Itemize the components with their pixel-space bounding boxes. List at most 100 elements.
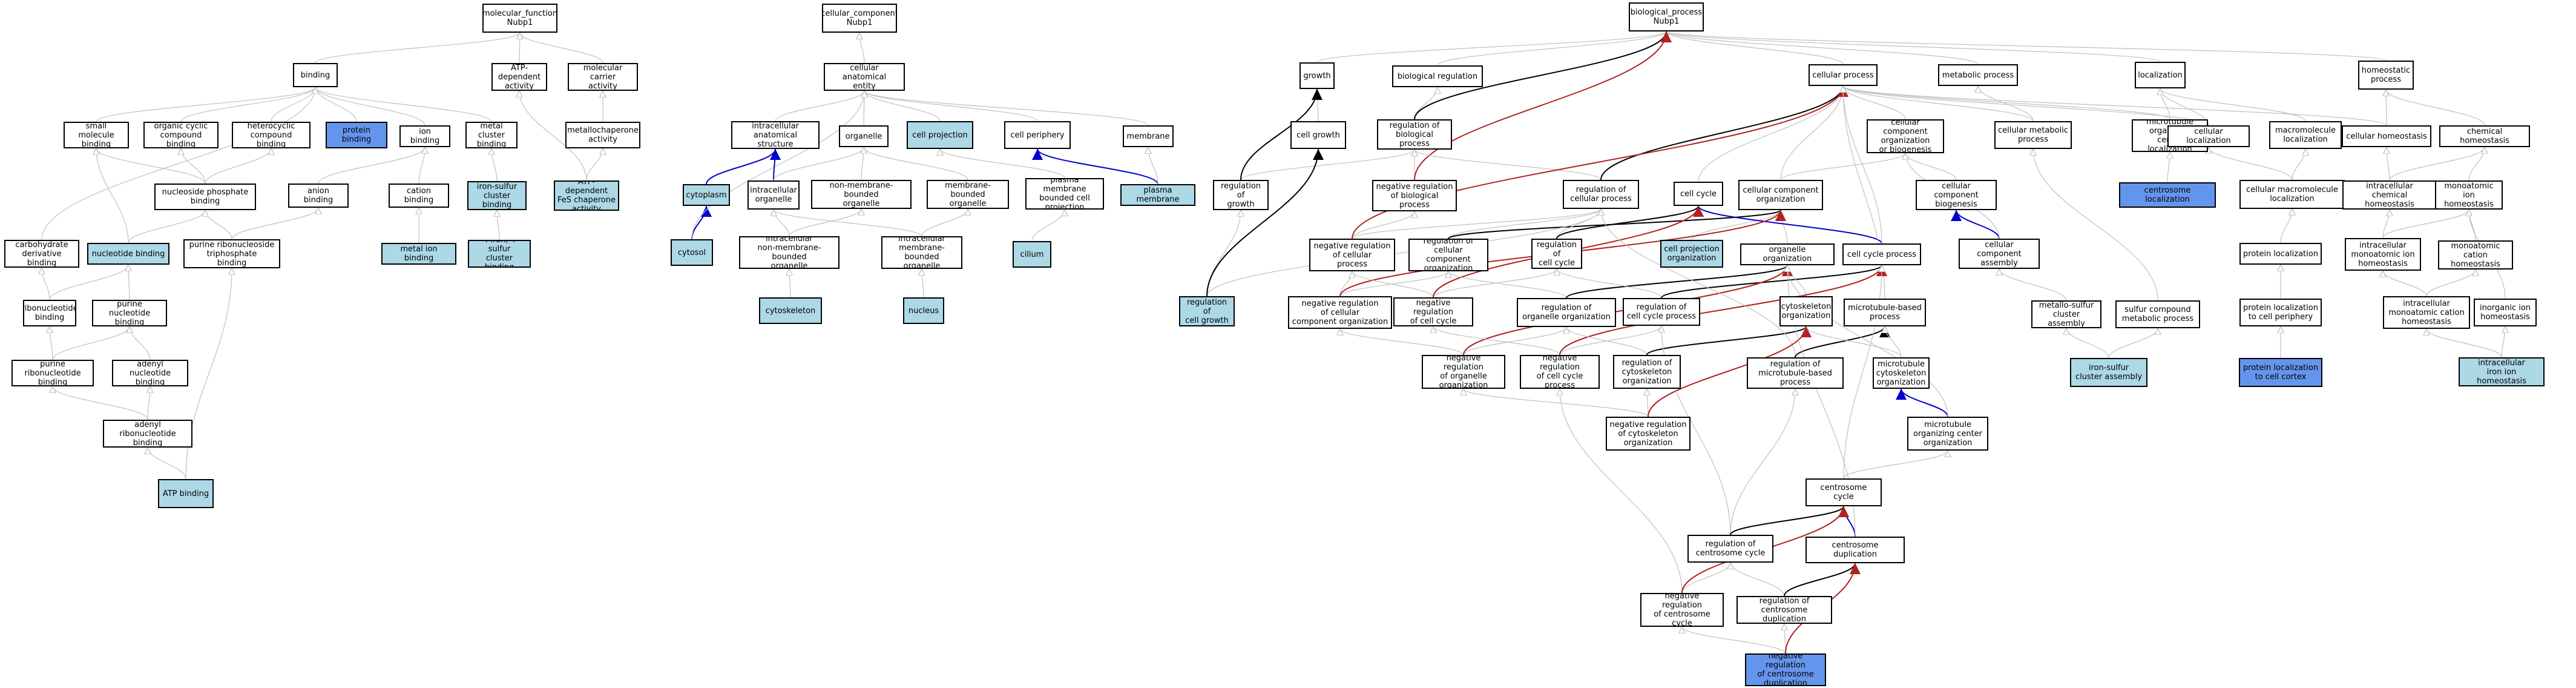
node-regulation-of-cytoskeleton-organization[interactable]: regulation of cytoskeleton organization [1613,355,1681,389]
node-microtubule-based-process[interactable]: microtubule-based process [1844,299,1926,326]
node-chemical-homeostasis[interactable]: chemical homeostasis [2439,125,2530,147]
node-cell-periphery[interactable]: cell periphery [1004,121,1071,149]
node-cellular-localization[interactable]: cellular localization [2167,125,2250,147]
node-ribonucleotide-binding[interactable]: ribonucleotide binding [23,300,76,326]
node-cilium[interactable]: cilium [1013,241,1051,268]
node-inorganic-ion-homeostasis[interactable]: inorganic ion homeostasis [2474,299,2537,326]
node-cytoskeleton[interactable]: cytoskeleton [759,297,822,324]
node-atp-dependent-fes-chaperone-activity[interactable]: ATP-dependent FeS chaperone activity [554,180,619,211]
node-cellular-component-nubp1[interactable]: cellular_component Nubp1 [822,4,897,33]
node-membrane[interactable]: membrane [1123,125,1174,147]
node-intracellular-non-membrane-bounded-organelle[interactable]: intracellular non-membrane-bounded organ… [739,236,840,269]
node-cellular-process[interactable]: cellular process [1809,64,1878,86]
node-intracellular-iron-ion-homeostasis[interactable]: intracellular iron ion homeostasis [2459,357,2545,386]
node-negative-regulation-of-biological-process[interactable]: negative regulation of biological proces… [1372,180,1457,211]
node-cellular-homeostasis[interactable]: cellular homeostasis [2342,125,2431,147]
node-ion-binding[interactable]: ion binding [399,125,450,147]
node-cytosol[interactable]: cytosol [671,239,713,266]
node-atp-dependent-activity[interactable]: ATP-dependent activity [491,63,547,91]
node-purine-nucleotide-binding[interactable]: purine nucleotide binding [92,300,167,326]
node-intracellular-membrane-bounded-organelle[interactable]: intracellular membrane-bounded organelle [881,236,962,269]
node-regulation-of-cell-cycle-process[interactable]: regulation of cell cycle process [1623,298,1700,326]
node-centrosome-duplication[interactable]: centrosome duplication [1806,537,1905,563]
node-cell-projection[interactable]: cell projection [907,121,973,149]
node-binding[interactable]: binding [293,63,338,87]
node-adenyl-ribonucleotide-binding[interactable]: adenyl ribonucleotide binding [103,420,192,448]
node-sulfur-compound-metabolic-process[interactable]: sulfur compound metabolic process [2115,300,2200,328]
node-biological-regulation[interactable]: biological regulation [1392,65,1483,87]
node-homeostatic-process[interactable]: homeostatic process [2358,61,2414,90]
node-membrane-bounded-organelle[interactable]: membrane-bounded organelle [927,180,1009,209]
node-metabolic-process[interactable]: metabolic process [1938,64,2018,86]
node-small-molecule-binding[interactable]: small molecule binding [64,122,129,148]
node-negative-regulation-of-cell-cycle-process[interactable]: negative regulation of cell cycle proces… [1520,355,1600,389]
node-cell-cycle-process[interactable]: cell cycle process [1842,243,1921,265]
node-metallochaperone-activity[interactable]: metallochaperone activity [565,122,640,148]
node-negative-regulation-of-cellular-component-organization[interactable]: negative regulation of cellular componen… [1288,296,1392,329]
node-metal-ion-binding[interactable]: metal ion binding [381,243,456,265]
node-regulation-of-centrosome-cycle[interactable]: regulation of centrosome cycle [1687,535,1773,563]
node-regulation-of-cell-cycle[interactable]: regulation of cell cycle [1531,239,1582,269]
node-nucleus[interactable]: nucleus [903,297,944,324]
node-cellular-component-assembly[interactable]: cellular component assembly [1959,239,2040,269]
node-cellular-component-organization[interactable]: cellular component organization [1738,180,1823,210]
node-centrosome-cycle[interactable]: centrosome cycle [1806,478,1882,506]
node-carbohydrate-derivative-binding[interactable]: carbohydrate derivative binding [4,240,79,268]
node-regulation-of-cell-growth[interactable]: regulation of cell growth [1179,296,1235,326]
node-negative-regulation-of-cytoskeleton-organization[interactable]: negative regulation of cytoskeleton orga… [1606,417,1690,451]
node-microtubule-cytoskeleton-organization[interactable]: microtubule cytoskeleton organization [1873,357,1930,389]
node-cellular-component-organization-or-biogenesis[interactable]: cellular component organization or bioge… [1867,119,1944,153]
node-cellular-component-biogenesis[interactable]: cellular component biogenesis [1916,180,1997,210]
node-negative-regulation-of-centrosome-cycle[interactable]: negative regulation of centrosome cycle [1640,593,1724,627]
node-iron-sulfur-cluster-assembly[interactable]: iron-sulfur cluster assembly [2070,358,2147,387]
node-adenyl-nucleotide-binding[interactable]: adenyl nucleotide binding [112,360,188,386]
node-cytoskeleton-organization[interactable]: cytoskeleton organization [1779,296,1833,326]
node-negative-regulation-of-centrosome-duplication[interactable]: negative regulation of centrosome duplic… [1745,653,1826,686]
node-growth[interactable]: growth [1300,62,1335,89]
node-molecular-carrier-activity[interactable]: molecular carrier activity [568,63,638,91]
node-intracellular-monoatomic-ion-homeostasis[interactable]: intracellular monoatomic ion homeostasis [2345,238,2421,271]
node-nucleotide-binding[interactable]: nucleotide binding [87,243,169,265]
node-regulation-of-growth[interactable]: regulation of growth [1213,180,1269,210]
node-localization[interactable]: localization [2135,62,2186,88]
node-metallo-sulfur-cluster-assembly[interactable]: metallo-sulfur cluster assembly [2031,300,2101,328]
node-regulation-of-biological-process[interactable]: regulation of biological process [1377,119,1452,150]
node-4-iron-4-sulfur-cluster-binding[interactable]: 4 iron, 4 sulfur cluster binding [468,240,531,268]
node-intracellular-chemical-homeostasis[interactable]: intracellular chemical homeostasis [2342,180,2437,210]
node-negative-regulation-of-cellular-process[interactable]: negative regulation of cellular process [1309,239,1395,271]
node-protein-localization-to-cell-cortex[interactable]: protein localization to cell cortex [2239,358,2322,387]
node-negative-regulation-of-organelle-organization[interactable]: negative regulation of organelle organiz… [1422,355,1505,389]
node-negative-regulation-of-cell-cycle[interactable]: negative regulation of cell cycle [1393,297,1473,326]
node-protein-binding[interactable]: protein binding [326,122,387,148]
node-organelle[interactable]: organelle [839,125,889,147]
node-heterocyclic-compound-binding[interactable]: heterocyclic compound binding [232,122,310,148]
node-cell-cycle[interactable]: cell cycle [1674,182,1723,206]
node-regulation-of-organelle-organization[interactable]: regulation of organelle organization [1517,298,1616,327]
node-atp-binding[interactable]: ATP binding [158,479,214,508]
node-organelle-organization[interactable]: organelle organization [1740,243,1835,265]
node-molecular-function-nubp1[interactable]: molecular_function Nubp1 [482,4,557,33]
node-cell-projection-organization[interactable]: cell projection organization [1660,240,1723,268]
node-macromolecule-localization[interactable]: macromolecule localization [2269,121,2342,149]
node-regulation-of-cellular-component-organization[interactable]: regulation of cellular component organiz… [1408,239,1488,271]
node-centrosome-localization[interactable]: centrosome localization [2119,182,2216,208]
node-monoatomic-cation-homeostasis[interactable]: monoatomic cation homeostasis [2438,240,2513,270]
node-organic-cyclic-compound-binding[interactable]: organic cyclic compound binding [143,122,218,148]
node-nucleoside-phosphate-binding[interactable]: nucleoside phosphate binding [154,184,256,210]
node-cellular-anatomical-entity[interactable]: cellular anatomical entity [824,63,905,91]
node-regulation-of-cellular-process[interactable]: regulation of cellular process [1563,180,1639,209]
node-microtubule-organizing-center-organization[interactable]: microtubule organizing center organizati… [1907,417,1988,451]
node-iron-sulfur-cluster-binding[interactable]: iron-sulfur cluster binding [467,181,527,210]
node-intracellular-organelle[interactable]: intracellular organelle [748,180,800,210]
node-regulation-of-centrosome-duplication[interactable]: regulation of centrosome duplication [1736,596,1832,624]
node-cellular-metabolic-process[interactable]: cellular metabolic process [1994,121,2072,149]
node-biological-process-nubp1[interactable]: biological_process Nubp1 [1629,2,1704,31]
node-metal-cluster-binding[interactable]: metal cluster binding [465,122,518,148]
node-cytoplasm[interactable]: cytoplasm [683,184,730,206]
node-intracellular-anatomical-structure[interactable]: intracellular anatomical structure [731,121,820,149]
node-cation-binding[interactable]: cation binding [389,184,449,208]
node-cell-growth[interactable]: cell growth [1290,121,1346,149]
node-cellular-macromolecule-localization[interactable]: cellular macromolecule localization [2239,180,2345,209]
node-protein-localization-to-cell-periphery[interactable]: protein localization to cell periphery [2239,299,2322,326]
node-purine-ribonucleotide-binding[interactable]: purine ribonucleotide binding [12,360,94,386]
